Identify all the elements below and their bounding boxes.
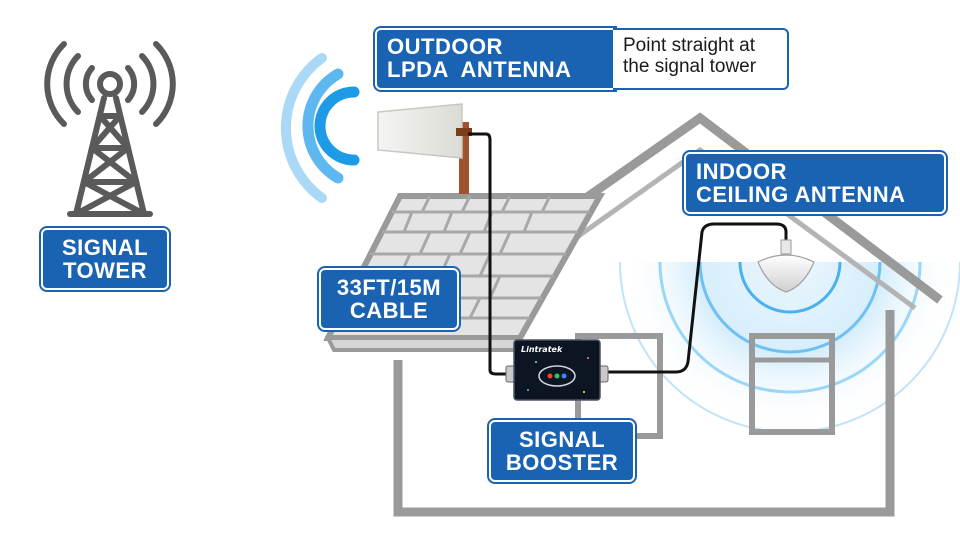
indoor-antenna-label: INDOOR CEILING ANTENNA <box>684 152 946 214</box>
signal-booster-label-line2: BOOSTER <box>505 450 619 476</box>
indoor-antenna-label-line1: INDOOR <box>696 159 787 184</box>
outdoor-antenna-label-line1: OUTDOOR <box>387 34 503 59</box>
outdoor-antenna-note: Point straight at the signal tower <box>613 28 789 90</box>
signal-tower-label-line2: TOWER <box>63 258 147 284</box>
outdoor-antenna-note-line1: Point straight at <box>623 35 756 56</box>
signal-booster-label-line1: SIGNAL <box>518 427 606 452</box>
signal-tower-label-line1: SIGNAL <box>61 235 149 260</box>
outdoor-antenna-label: OUTDOOR LPDA ANTENNA <box>375 28 615 90</box>
signal-tower-label: SIGNAL TOWER <box>41 228 169 290</box>
coax-cables <box>468 132 788 376</box>
cable-label-line2: CABLE <box>349 298 429 324</box>
signal-tower-icon <box>44 41 176 217</box>
outdoor-antenna-note-line2: the signal tower <box>623 56 757 78</box>
outdoor-signal-waves-icon <box>280 53 360 203</box>
indoor-antenna-label-line2: CEILING ANTENNA <box>696 182 906 208</box>
outdoor-antenna-label-line2: LPDA ANTENNA <box>387 57 572 83</box>
cable-label: 33FT/15M CABLE <box>319 268 459 330</box>
cable-label-line1: 33FT/15M <box>336 275 442 300</box>
signal-booster-device-icon <box>505 339 609 401</box>
lpda-antenna-icon <box>377 103 472 194</box>
ceiling-antenna-icon <box>757 239 815 293</box>
signal-booster-label: SIGNAL BOOSTER <box>489 420 635 482</box>
booster-brand-text: Lintratek <box>521 345 563 354</box>
